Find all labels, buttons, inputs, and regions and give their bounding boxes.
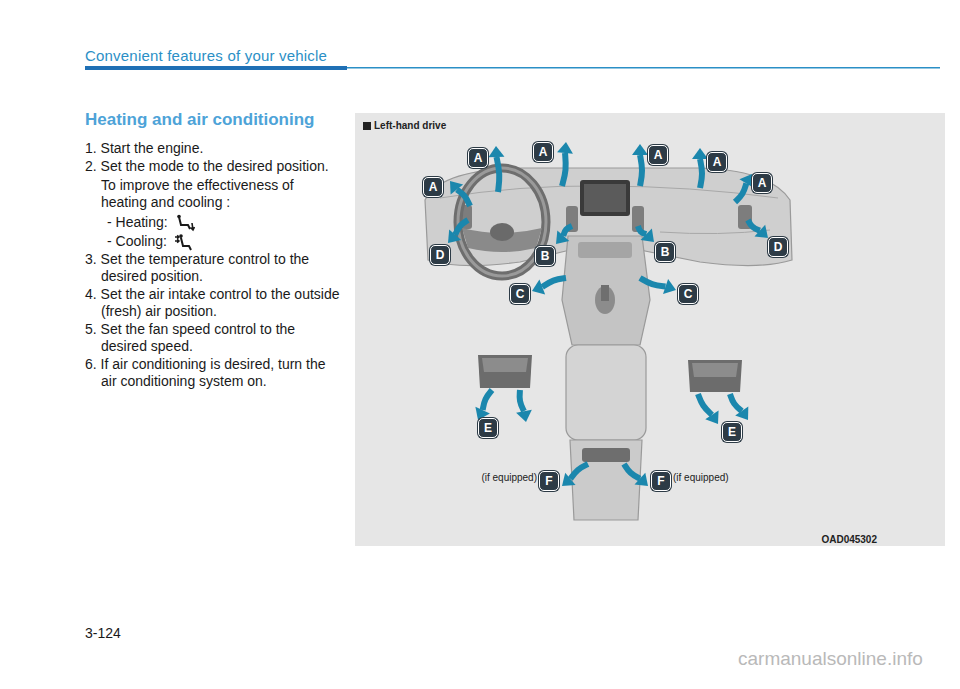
mode-hint: - Cooling: <box>85 232 167 251</box>
airflow-arrows <box>448 142 768 486</box>
figure-note: OAD045302 <box>821 534 877 545</box>
airflow-arrowhead <box>754 225 768 238</box>
airflow-arrowhead <box>692 148 708 159</box>
airflow-arrow <box>457 190 470 206</box>
figure-note: Left-hand drive <box>374 120 446 131</box>
heating-mode-icon <box>175 214 195 232</box>
header-bar <box>85 66 347 70</box>
vent-letter: A <box>533 142 553 162</box>
vent-letter: C <box>678 284 698 304</box>
airflow-arrow <box>640 278 666 287</box>
section-heading: Heating and air conditioning <box>85 110 315 130</box>
vent-letter: B <box>535 246 555 266</box>
airflow-arrow <box>542 278 566 287</box>
instruction-step: 4. Set the air intake control to the out… <box>85 286 343 320</box>
vent-letter: A <box>423 177 443 197</box>
vent-letter: A <box>468 148 488 168</box>
vent-letter: A <box>752 173 772 193</box>
bullet-square <box>363 122 371 130</box>
airflow-arrow <box>698 394 712 415</box>
airflow-arrow <box>520 390 524 411</box>
vent-letter: E <box>478 418 498 438</box>
airflow-arrow <box>562 153 566 186</box>
airflow-arrowhead <box>641 229 654 242</box>
airflow-arrow <box>735 183 746 202</box>
airflow-arrowhead <box>562 473 576 486</box>
dashboard-drawing <box>425 168 792 520</box>
page-number: 3-124 <box>85 625 121 641</box>
vent-letter: D <box>768 237 788 257</box>
airflow-arrow <box>748 220 760 231</box>
airflow-arrowhead <box>556 230 569 244</box>
vent-letter: C <box>510 284 530 304</box>
airflow-arrowhead <box>632 144 648 155</box>
airflow-arrowhead <box>488 146 504 157</box>
running-header: Convenient features of your vehicle <box>85 47 327 64</box>
illustration-panel <box>355 113 945 546</box>
watermark: carmanualsonline.info <box>738 648 923 670</box>
airflow-arrowhead <box>532 280 545 295</box>
vent-letter: E <box>722 422 742 442</box>
airflow-arrow <box>730 394 742 411</box>
vent-letter: F <box>651 471 671 491</box>
airflow-arrowhead <box>557 142 573 154</box>
instruction-step: 6. If air conditioning is desired, turn … <box>85 356 343 390</box>
airflow-arrow <box>455 220 468 235</box>
instruction-step: 2. Set the mode to the desired position. <box>85 158 343 175</box>
airflow-arrowhead <box>705 410 718 424</box>
airflow-arrow <box>563 226 572 236</box>
airflow-arrow <box>483 390 492 410</box>
figure-note: (if equipped) <box>481 472 537 483</box>
vent-letter: F <box>539 471 559 491</box>
airflow-arrowhead <box>634 473 648 486</box>
vent-letter: A <box>648 145 668 165</box>
mode-hint: - Heating: <box>85 213 168 232</box>
airflow-arrowhead <box>735 406 748 420</box>
cooling-mode-icon <box>174 233 194 251</box>
airflow-arrow <box>638 226 646 234</box>
airflow-arrow <box>496 157 499 192</box>
airflow-arrowhead <box>448 229 461 243</box>
figure-note: (if equipped) <box>673 472 729 483</box>
airflow-arrowhead <box>516 410 532 422</box>
airflow-arrow <box>624 464 640 479</box>
airflow-arrow <box>570 464 588 479</box>
vent-letter: B <box>655 242 675 262</box>
instruction-note: To improve the effectiveness of heating … <box>85 177 343 211</box>
instruction-step: 3. Set the temperature control to the de… <box>85 251 343 285</box>
airflow-arrowhead <box>450 181 463 195</box>
instruction-step: 1. Start the engine. <box>85 140 343 157</box>
instruction-step: 5. Set the fan speed control to the desi… <box>85 321 343 355</box>
vent-letter: D <box>430 245 450 265</box>
airflow-arrow <box>640 155 642 186</box>
airflow-arrowhead <box>663 279 676 294</box>
airflow-arrow <box>700 159 702 188</box>
vent-letter: A <box>707 152 727 172</box>
